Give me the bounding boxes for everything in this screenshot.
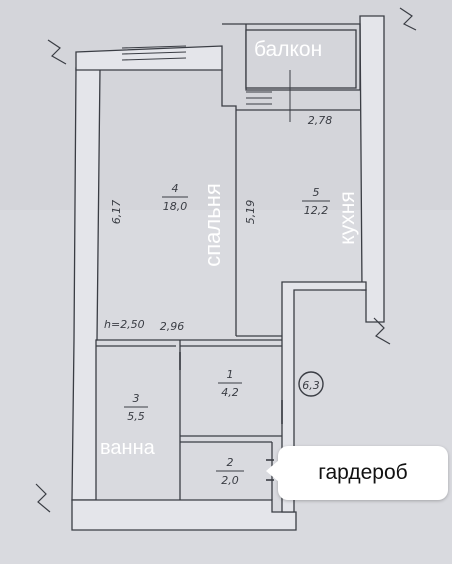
bathroom-number: 3 bbox=[133, 392, 140, 405]
kitchen-area: 12,2 bbox=[304, 204, 329, 217]
bathroom-area: 5,5 bbox=[127, 410, 145, 423]
top-window bbox=[121, 45, 187, 61]
bedroom-width-dim: 2,96 bbox=[160, 320, 185, 333]
break-lines bbox=[35, 7, 417, 513]
kitchen-width-dim: 2,78 bbox=[308, 114, 333, 127]
bedroom-area: 18,0 bbox=[163, 200, 188, 213]
balcony-door bbox=[246, 70, 291, 122]
left-wall bbox=[71, 67, 101, 501]
kitchen-number: 5 bbox=[313, 186, 320, 199]
hallway-area: 4,2 bbox=[221, 386, 239, 399]
bedroom-length-dim: 6,17 bbox=[110, 200, 123, 225]
bedroom-label: спальня bbox=[200, 183, 225, 267]
bedroom-number: 4 bbox=[172, 182, 179, 195]
right-wall-upper bbox=[359, 15, 385, 323]
balcony-block bbox=[222, 23, 361, 91]
wardrobe-area: 2,0 bbox=[221, 474, 239, 487]
ceiling-height-dim: h=2,50 bbox=[104, 318, 145, 331]
wardrobe-number: 2 bbox=[227, 456, 234, 469]
balcony-label: балкон bbox=[254, 38, 323, 61]
circle-marker-label: 6,3 bbox=[302, 379, 320, 392]
kitchen-label: кухня bbox=[336, 191, 359, 245]
hallway-number: 1 bbox=[227, 368, 234, 381]
kitchen-length-dim: 5,19 bbox=[244, 200, 257, 225]
wardrobe-callout-label: гардероб bbox=[318, 461, 408, 484]
circle-marker bbox=[298, 371, 324, 397]
bottom-wall bbox=[71, 499, 297, 531]
wardrobe-callout: гардероб bbox=[266, 446, 448, 500]
bedroom-kitchen-partition bbox=[221, 70, 237, 336]
outer-walls bbox=[71, 15, 385, 531]
bathroom-label: ванна bbox=[100, 437, 155, 459]
